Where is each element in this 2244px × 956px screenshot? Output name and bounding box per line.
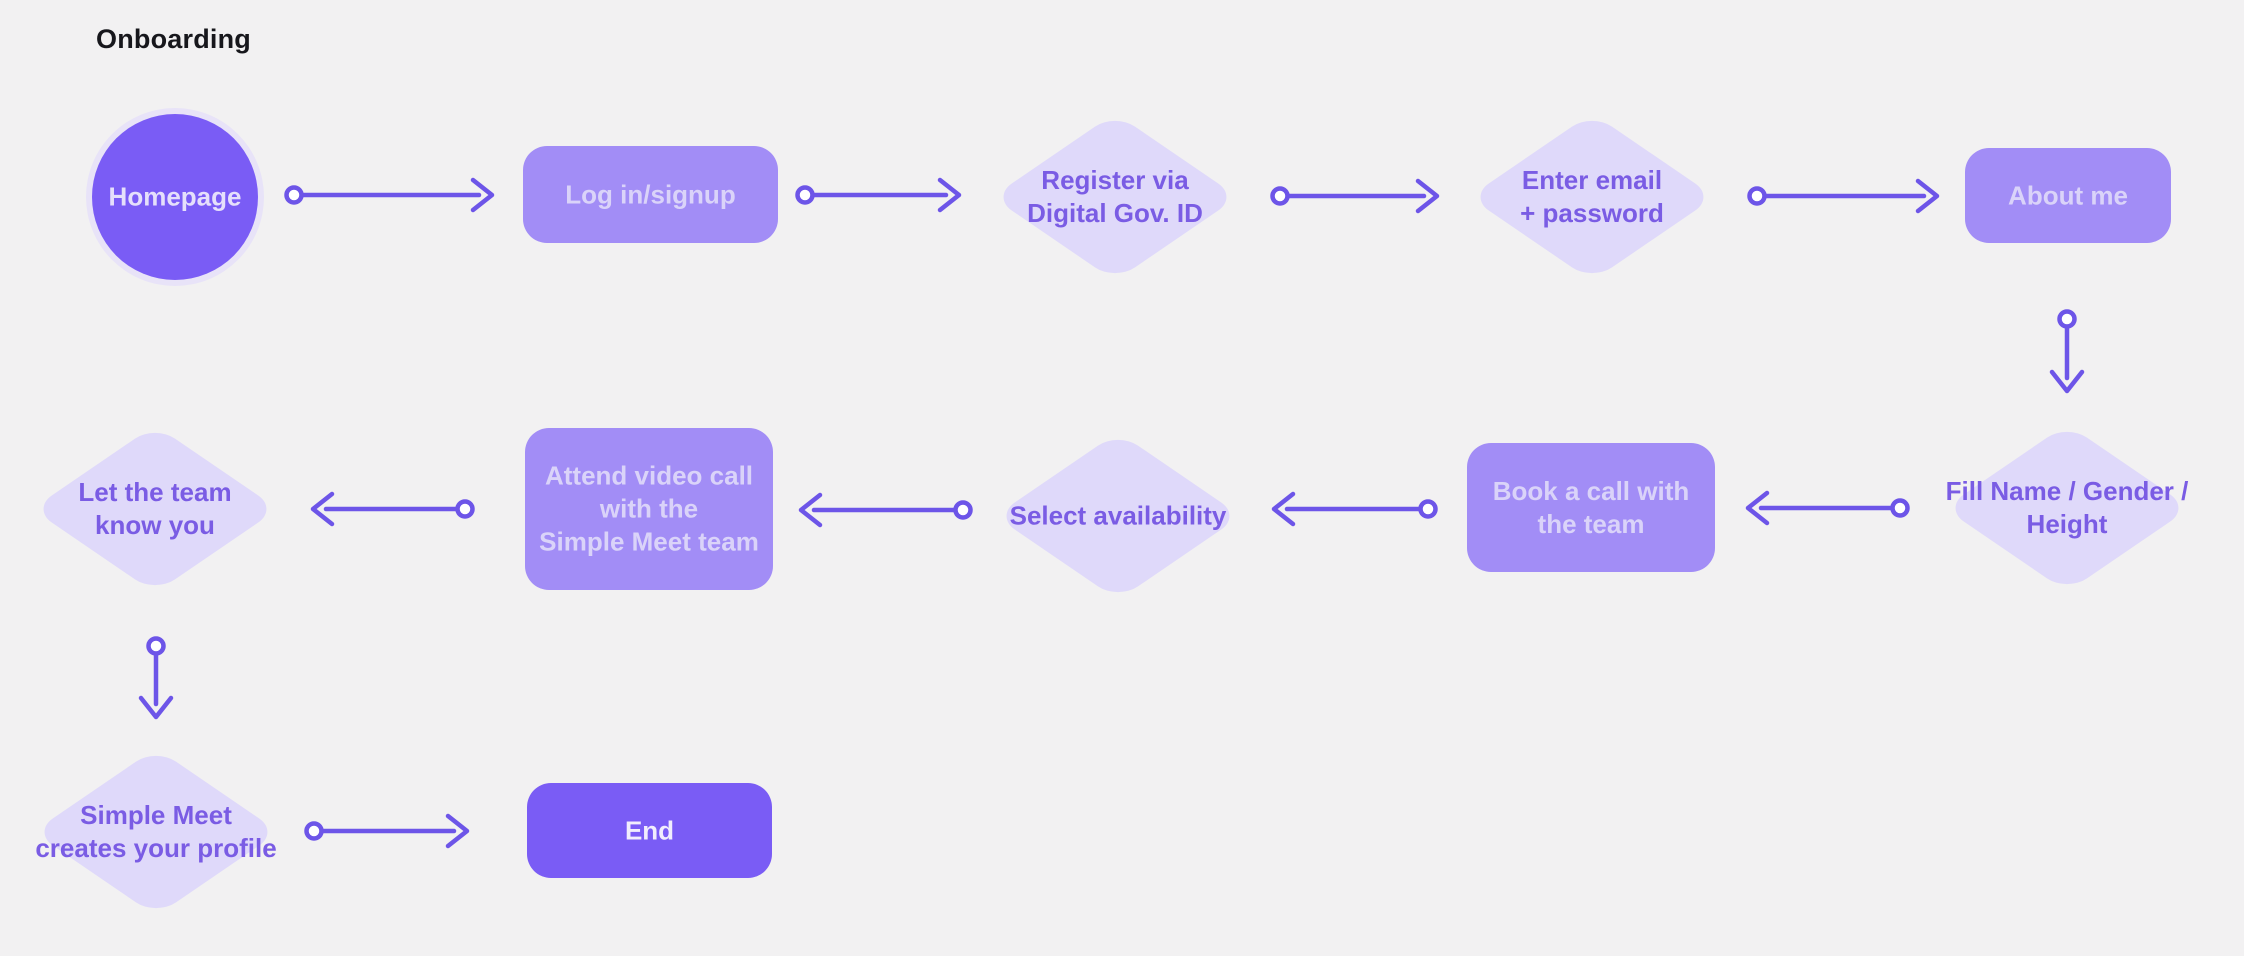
connector-arrowhead	[937, 177, 962, 213]
node-end-label: End	[624, 815, 675, 845]
node-homepage[interactable]: Homepage	[92, 114, 258, 280]
connector-arrowhead	[798, 492, 823, 528]
connector-start-dot	[1418, 499, 1438, 519]
connector-fillname-to-bookcall	[1745, 490, 1910, 526]
node-attendcall[interactable]: Attend video call with the Simple Meet t…	[525, 428, 773, 590]
node-register[interactable]: Register via Digital Gov. ID	[991, 112, 1239, 282]
connector-arrowhead	[2049, 369, 2085, 394]
connector-attendcall-to-letteam	[310, 491, 475, 527]
node-end[interactable]: End	[527, 783, 772, 878]
connector-arrowhead	[1915, 178, 1940, 214]
node-selectavailability[interactable]: Select availability	[994, 431, 1242, 601]
connector-selectavailability-to-attendcall	[798, 492, 973, 528]
connector-arrowhead	[1271, 491, 1296, 527]
connector-homepage-to-login	[284, 177, 495, 213]
connector-start-dot	[146, 636, 166, 656]
node-fillname[interactable]: Fill Name / Gender / Height	[1943, 423, 2191, 593]
diamond-shape	[1943, 423, 2191, 593]
connector-letteam-to-simplemeet	[138, 636, 174, 720]
connector-arrowhead	[1745, 490, 1770, 526]
diamond-shape	[1468, 112, 1716, 282]
node-simplemeet[interactable]: Simple Meet creates your profile	[32, 747, 280, 917]
node-letteam[interactable]: Let the team know you	[31, 424, 279, 594]
connector-arrowhead	[310, 491, 335, 527]
connector-start-dot	[2057, 309, 2077, 329]
connector-bookcall-to-selectavailability	[1271, 491, 1438, 527]
connector-arrowhead	[445, 813, 470, 849]
node-login-label: Log in/signup	[565, 179, 736, 209]
connector-start-dot	[455, 499, 475, 519]
connector-start-dot	[1890, 498, 1910, 518]
node-homepage-label: Homepage	[108, 181, 242, 212]
diamond-shape	[991, 112, 1239, 282]
diamond-shape	[32, 747, 280, 917]
connector-register-to-email	[1270, 178, 1440, 214]
connector-start-dot	[953, 500, 973, 520]
connector-login-to-register	[795, 177, 962, 213]
connector-arrowhead	[470, 177, 495, 213]
connector-start-dot	[795, 185, 815, 205]
connector-simplemeet-to-end	[304, 813, 470, 849]
node-bookcall[interactable]: Book a call with the team	[1467, 443, 1715, 572]
diamond-shape	[31, 424, 279, 594]
connector-aboutme-to-fillname	[2049, 309, 2085, 394]
connector-arrowhead	[138, 695, 174, 720]
page-title: Onboarding	[96, 24, 251, 54]
connector-start-dot	[1747, 186, 1767, 206]
node-bookcall-label: Book a call with the team	[1492, 475, 1690, 539]
node-email[interactable]: Enter email + password	[1468, 112, 1716, 282]
node-aboutme-label: About me	[2008, 180, 2128, 210]
connector-email-to-aboutme	[1747, 178, 1940, 214]
connector-start-dot	[1270, 186, 1290, 206]
node-aboutme[interactable]: About me	[1965, 148, 2171, 243]
diamond-shape	[994, 431, 1242, 601]
connector-arrowhead	[1415, 178, 1440, 214]
connector-start-dot	[284, 185, 304, 205]
connector-start-dot	[304, 821, 324, 841]
node-attendcall-label: Attend video call with the Simple Meet t…	[539, 460, 759, 557]
node-login[interactable]: Log in/signup	[523, 146, 778, 243]
